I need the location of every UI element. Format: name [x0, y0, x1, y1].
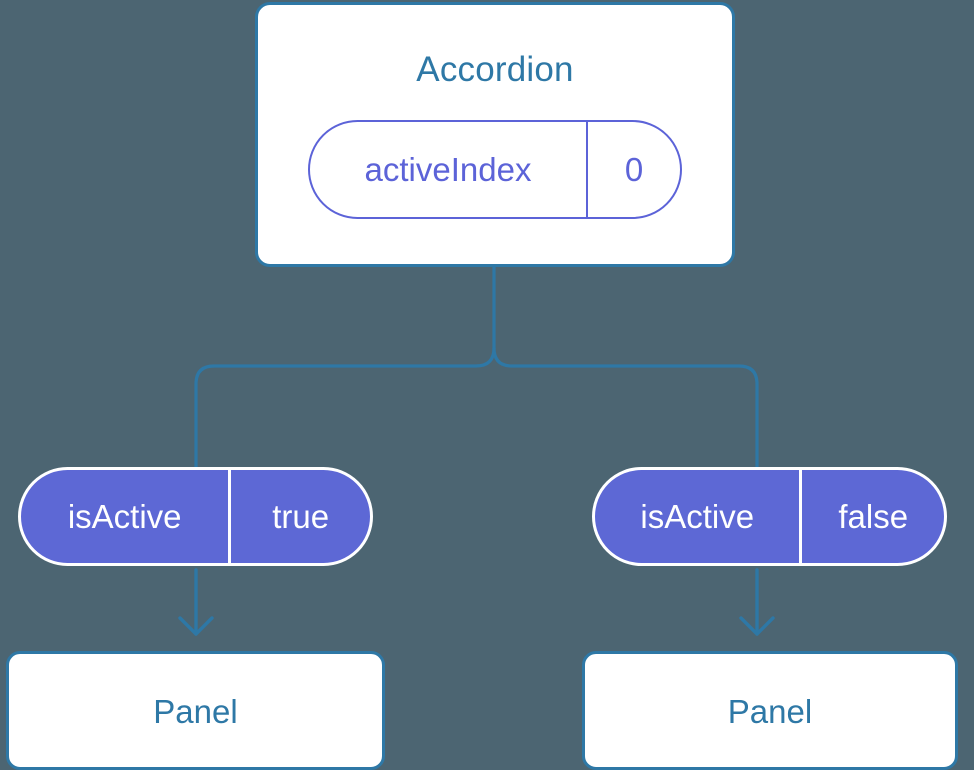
arrow-left-pill-to-panel — [178, 568, 214, 636]
connector-branch-left — [194, 346, 496, 470]
active-index-prop-value: 0 — [624, 150, 644, 188]
is-active-value-left: true — [272, 497, 330, 535]
connector-trunk-and-split — [492, 264, 759, 470]
accordion-title: Accordion — [416, 50, 574, 89]
is-active-key-right: isActive — [595, 470, 803, 563]
panel-title-right: Panel — [727, 693, 813, 730]
panel-component-card-right[interactable]: Panel — [582, 651, 958, 770]
panel-title-left: Panel — [153, 693, 238, 730]
is-active-key-left: isActive — [21, 470, 232, 563]
is-active-state-badge-right[interactable]: isActive false — [592, 467, 947, 566]
active-index-prop-key: activeIndex — [310, 122, 588, 217]
is-active-state-badge-left[interactable]: isActive true — [18, 467, 373, 566]
panel-component-card-left[interactable]: Panel — [6, 651, 385, 770]
arrow-right-pill-to-panel — [739, 568, 775, 636]
is-active-value-right: false — [838, 497, 909, 535]
active-index-prop-badge[interactable]: activeIndex 0 — [308, 120, 682, 219]
